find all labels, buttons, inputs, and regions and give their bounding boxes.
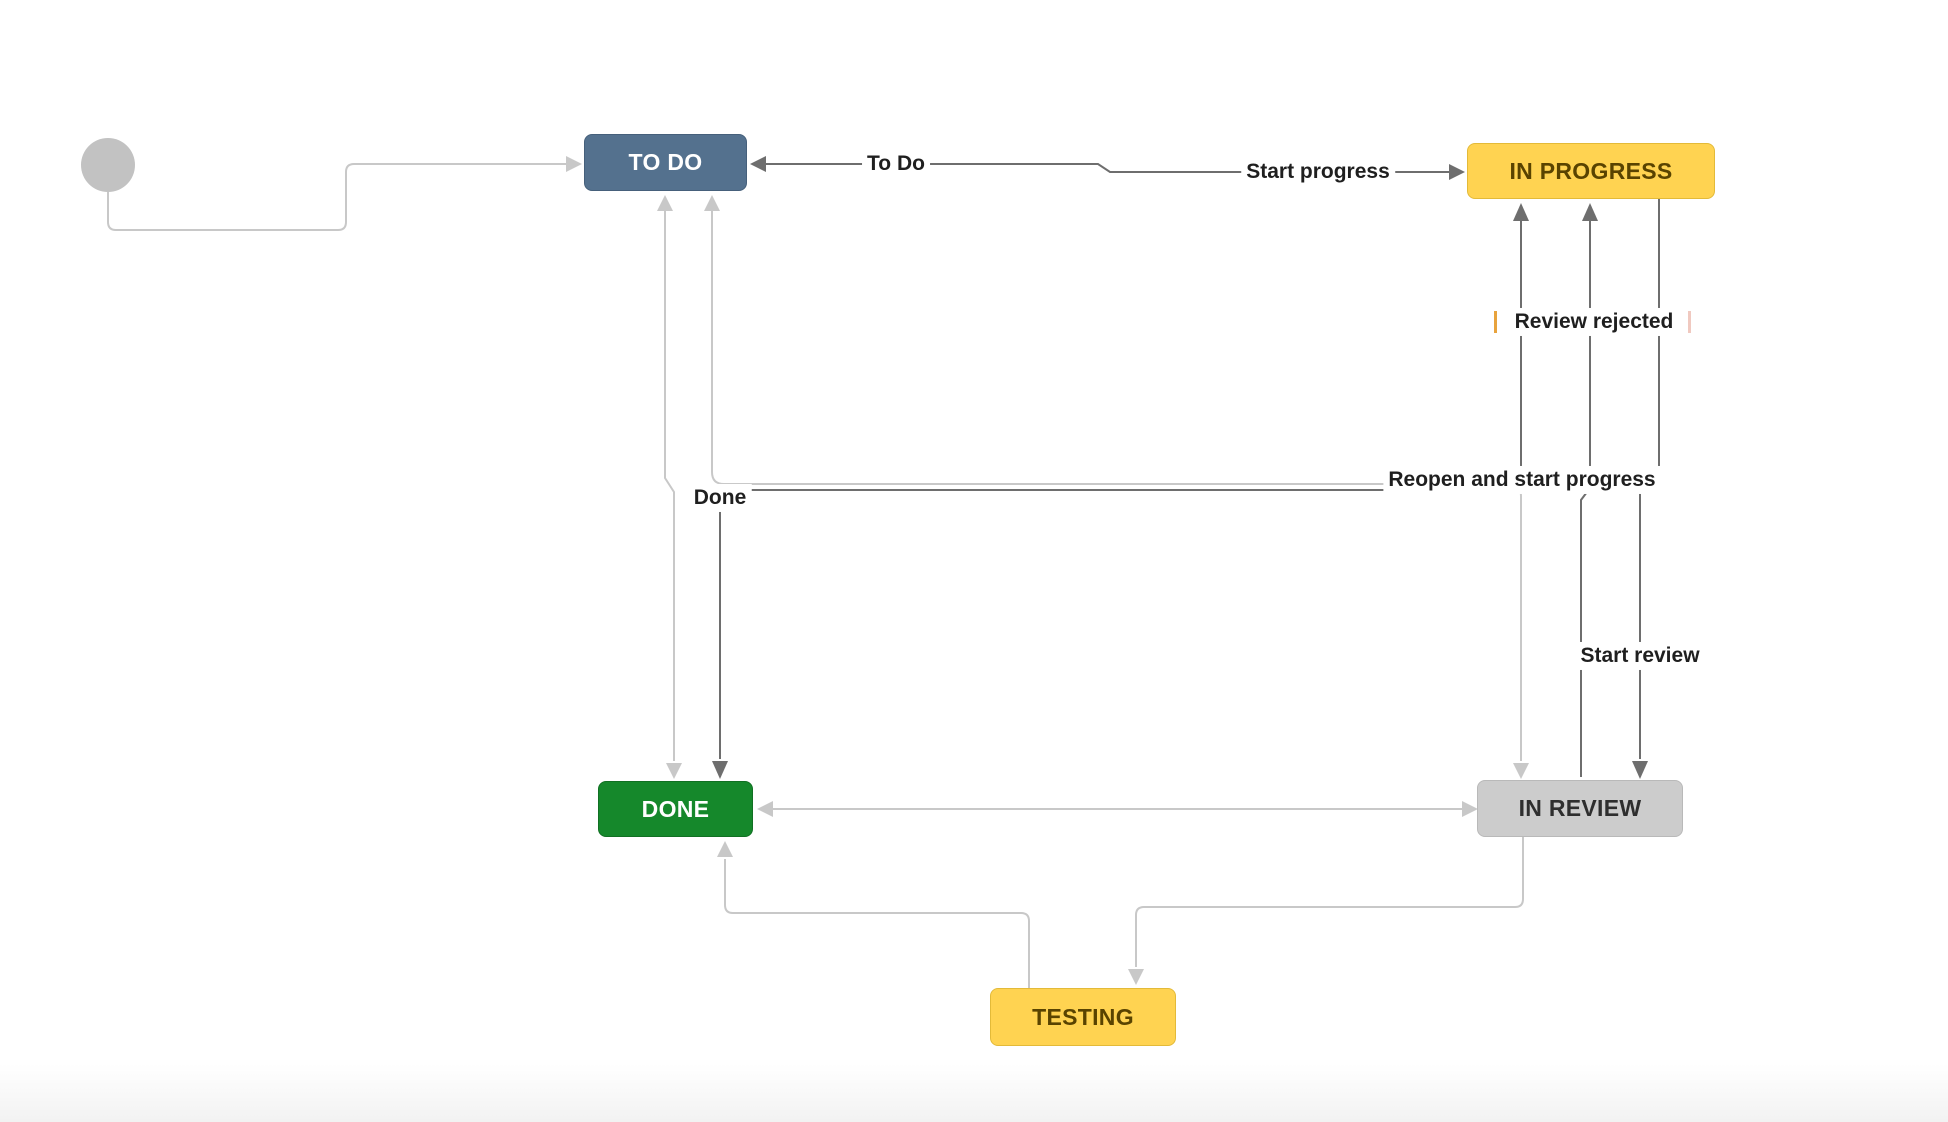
transition-label-done[interactable]: Done [688, 483, 752, 513]
arrowhead-left-icon [750, 156, 766, 172]
status-in-review[interactable]: IN REVIEW [1477, 780, 1683, 837]
canvas-bottom-gradient [0, 1064, 1948, 1122]
arrowhead-down-icon [712, 761, 728, 779]
transition-label-review-rejected[interactable]: Review rejected [1509, 307, 1679, 337]
transition-line-inreview-to-testing [1128, 837, 1524, 985]
arrowhead-up-icon [1582, 203, 1598, 221]
status-done[interactable]: DONE [598, 781, 753, 837]
arrowhead-down-icon [1513, 763, 1529, 779]
arrowhead-up-icon [657, 195, 673, 211]
status-testing[interactable]: TESTING [990, 988, 1176, 1046]
review-rejected-left-tick [1494, 311, 1497, 333]
transition-label-reopen-and-start-progress[interactable]: Reopen and start progress [1383, 465, 1661, 495]
arrowhead-up-icon [704, 195, 720, 211]
transition-line-done-inreview [757, 801, 1478, 817]
transition-line-testing-to-done [717, 841, 1030, 988]
arrowhead-down-icon [1128, 969, 1144, 985]
arrowhead-up-icon [717, 841, 733, 857]
arrowhead-left-icon [757, 801, 773, 817]
arrowhead-right-icon [566, 156, 582, 172]
transition-line-into-todo-left [657, 195, 682, 779]
arrowhead-up-icon [1513, 203, 1529, 221]
transition-line-create-to-todo [107, 156, 582, 231]
transition-label-to-do[interactable]: To Do [862, 149, 930, 179]
review-rejected-right-tick [1688, 311, 1691, 333]
transition-label-start-progress[interactable]: Start progress [1241, 157, 1395, 187]
start-node[interactable] [81, 138, 135, 192]
arrowhead-down-icon [666, 763, 682, 779]
status-todo[interactable]: TO DO [584, 134, 747, 191]
arrowhead-right-icon [1449, 164, 1465, 180]
transition-label-start-review[interactable]: Start review [1575, 641, 1705, 671]
arrowhead-right-icon [1462, 801, 1478, 817]
arrowhead-down-icon [1632, 761, 1648, 779]
status-in-progress[interactable]: IN PROGRESS [1467, 143, 1715, 199]
